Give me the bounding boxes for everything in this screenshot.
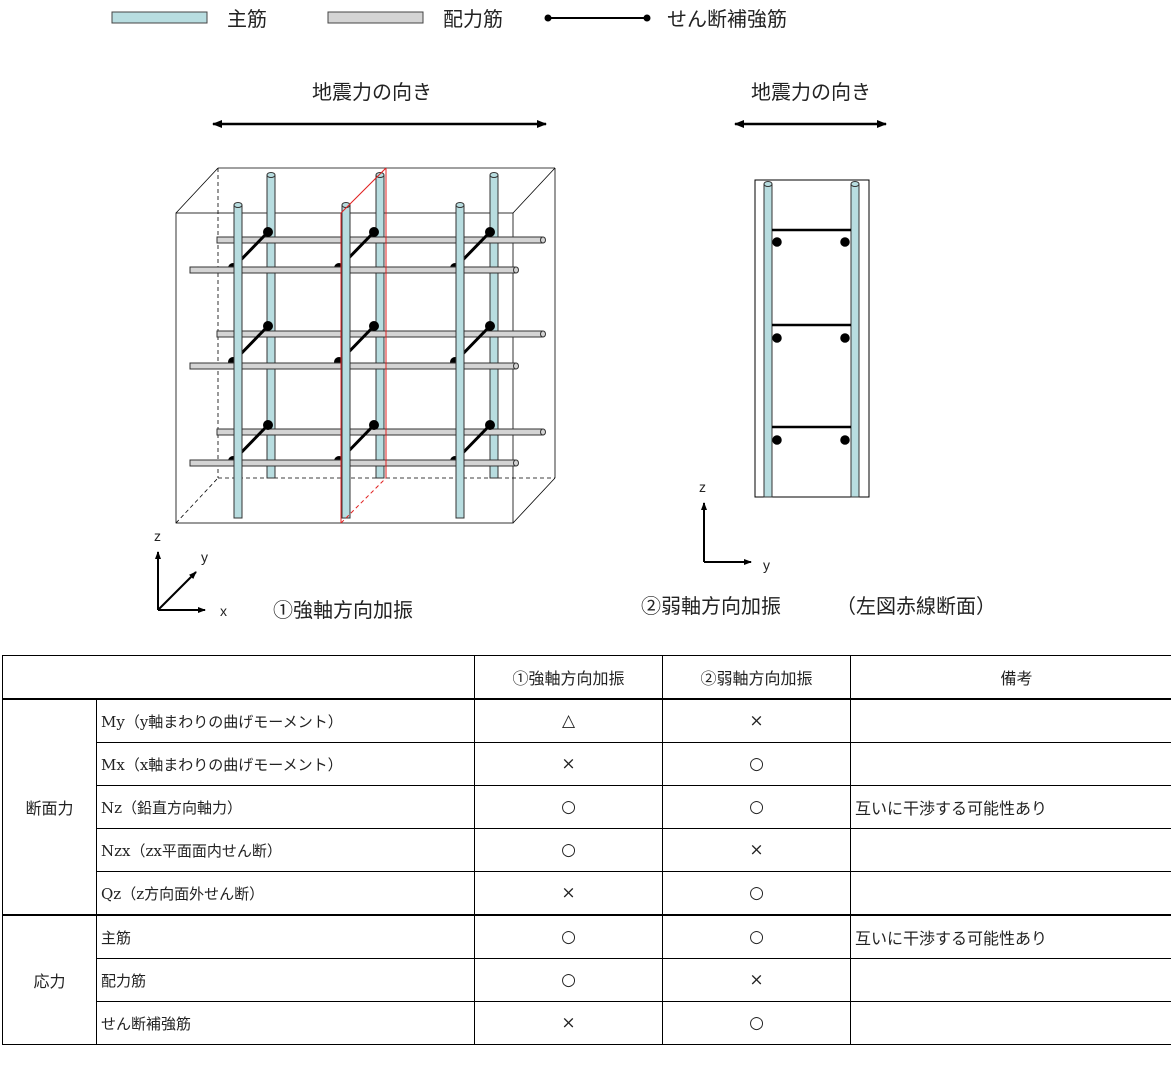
row-note: 互いに干渉する可能性あり xyxy=(850,785,1171,829)
row-weak-mark: × xyxy=(662,958,851,1002)
table-row: せん断補強筋 × ○ xyxy=(3,1001,1171,1045)
row-item: Qz（z方向面外せん断） xyxy=(96,871,475,916)
legend: 主筋 配力筋 せん断補強筋 xyxy=(111,7,787,31)
table-row: Nz（鉛直方向軸力） ○ ○ 互いに干渉する可能性あり xyxy=(3,785,1171,829)
row-note: 互いに干渉する可能性あり xyxy=(850,914,1171,959)
row-item: Nz（鉛直方向軸力） xyxy=(96,785,475,829)
fig2-axes: z y xyxy=(699,479,770,573)
row-strong-mark: × xyxy=(474,871,663,916)
fig1-force-label: 地震力の向き xyxy=(312,80,432,104)
fig2-force-label: 地震力の向き xyxy=(751,80,871,104)
row-item: My（y軸まわりの曲げモーメント） xyxy=(96,698,475,743)
legend-distribution-rebar-label: 配力筋 xyxy=(443,7,503,31)
fig1-axis-x-label: x xyxy=(220,603,227,619)
row-weak-mark: ○ xyxy=(662,871,851,916)
legend-distribution-rebar-swatch xyxy=(327,11,424,24)
table-row: Mx（x軸まわりの曲げモーメント） × ○ xyxy=(3,742,1171,786)
fig2-axis-y-label: y xyxy=(763,557,770,573)
fig1-section-line xyxy=(340,167,387,524)
fig2-caption: ②弱軸方向加振 xyxy=(641,594,781,618)
legend-main-rebar-swatch xyxy=(111,11,208,24)
table-row: Qz（z方向面外せん断） × ○ xyxy=(3,871,1171,916)
row-strong-mark: × xyxy=(474,742,663,786)
rebar-diagram: 主筋 配力筋 せん断補強筋 地震力の向き 地震力の向き xyxy=(111,7,996,622)
fig1-front-distribution-rebars xyxy=(189,266,519,467)
header-empty xyxy=(2,655,475,700)
table-row: Nzx（zx平面面内せん断） ○ × xyxy=(3,828,1171,872)
table-row: 配力筋 ○ × xyxy=(3,958,1171,1002)
row-weak-mark: ○ xyxy=(662,742,851,786)
header-weak-axis: ②弱軸方向加振 xyxy=(662,655,851,700)
fig1-caption: ①強軸方向加振 xyxy=(273,598,413,622)
row-weak-mark: × xyxy=(662,698,851,743)
row-strong-mark: ○ xyxy=(474,958,663,1002)
fig2-section xyxy=(754,179,870,498)
fig1-back-distribution-rebars xyxy=(216,236,546,436)
header-strong-axis: ①強軸方向加振 xyxy=(474,655,663,700)
row-strong-mark: × xyxy=(474,1001,663,1045)
row-note xyxy=(850,828,1171,872)
row-strong-mark: ○ xyxy=(474,828,663,872)
row-item: 主筋 xyxy=(96,914,475,959)
row-item: 配力筋 xyxy=(96,958,475,1002)
row-note xyxy=(850,1001,1171,1045)
legend-shear-rebar-label: せん断補強筋 xyxy=(667,7,787,31)
fig1-axis-z-label: z xyxy=(154,528,161,544)
row-weak-mark: ○ xyxy=(662,914,851,959)
row-weak-mark: ○ xyxy=(662,785,851,829)
row-weak-mark: × xyxy=(662,828,851,872)
table-header-row: ①強軸方向加振 ②弱軸方向加振 備考 xyxy=(2,655,1171,700)
row-strong-mark: △ xyxy=(474,698,663,743)
fig2-caption-note: （左図赤線断面） xyxy=(836,594,996,618)
header-remarks: 備考 xyxy=(850,655,1171,700)
row-note xyxy=(850,871,1171,916)
legend-main-rebar-label: 主筋 xyxy=(227,7,267,31)
row-strong-mark: ○ xyxy=(474,785,663,829)
fig1-axis-y-label: y xyxy=(201,549,208,565)
group-label-section-force: 断面力 xyxy=(2,698,97,916)
row-item: Nzx（zx平面面内せん断） xyxy=(96,828,475,872)
row-strong-mark: ○ xyxy=(474,914,663,959)
row-weak-mark: ○ xyxy=(662,1001,851,1045)
fig1-axes: z y x xyxy=(154,528,227,619)
table-row: 断面力 My（y軸まわりの曲げモーメント） △ × xyxy=(2,698,1171,916)
evaluation-table: ①強軸方向加振 ②弱軸方向加振 備考 断面力 My（y軸まわりの曲げモーメント）… xyxy=(2,655,1171,1045)
table-row: 応力 主筋 ○ ○ 互いに干渉する可能性あり xyxy=(2,914,1171,1045)
row-note xyxy=(850,698,1171,743)
row-note xyxy=(850,742,1171,786)
group-label-stress: 応力 xyxy=(2,914,97,1045)
row-note xyxy=(850,958,1171,1002)
row-item: Mx（x軸まわりの曲げモーメント） xyxy=(96,742,475,786)
row-item: せん断補強筋 xyxy=(96,1001,475,1045)
fig2-axis-z-label: z xyxy=(699,479,706,495)
